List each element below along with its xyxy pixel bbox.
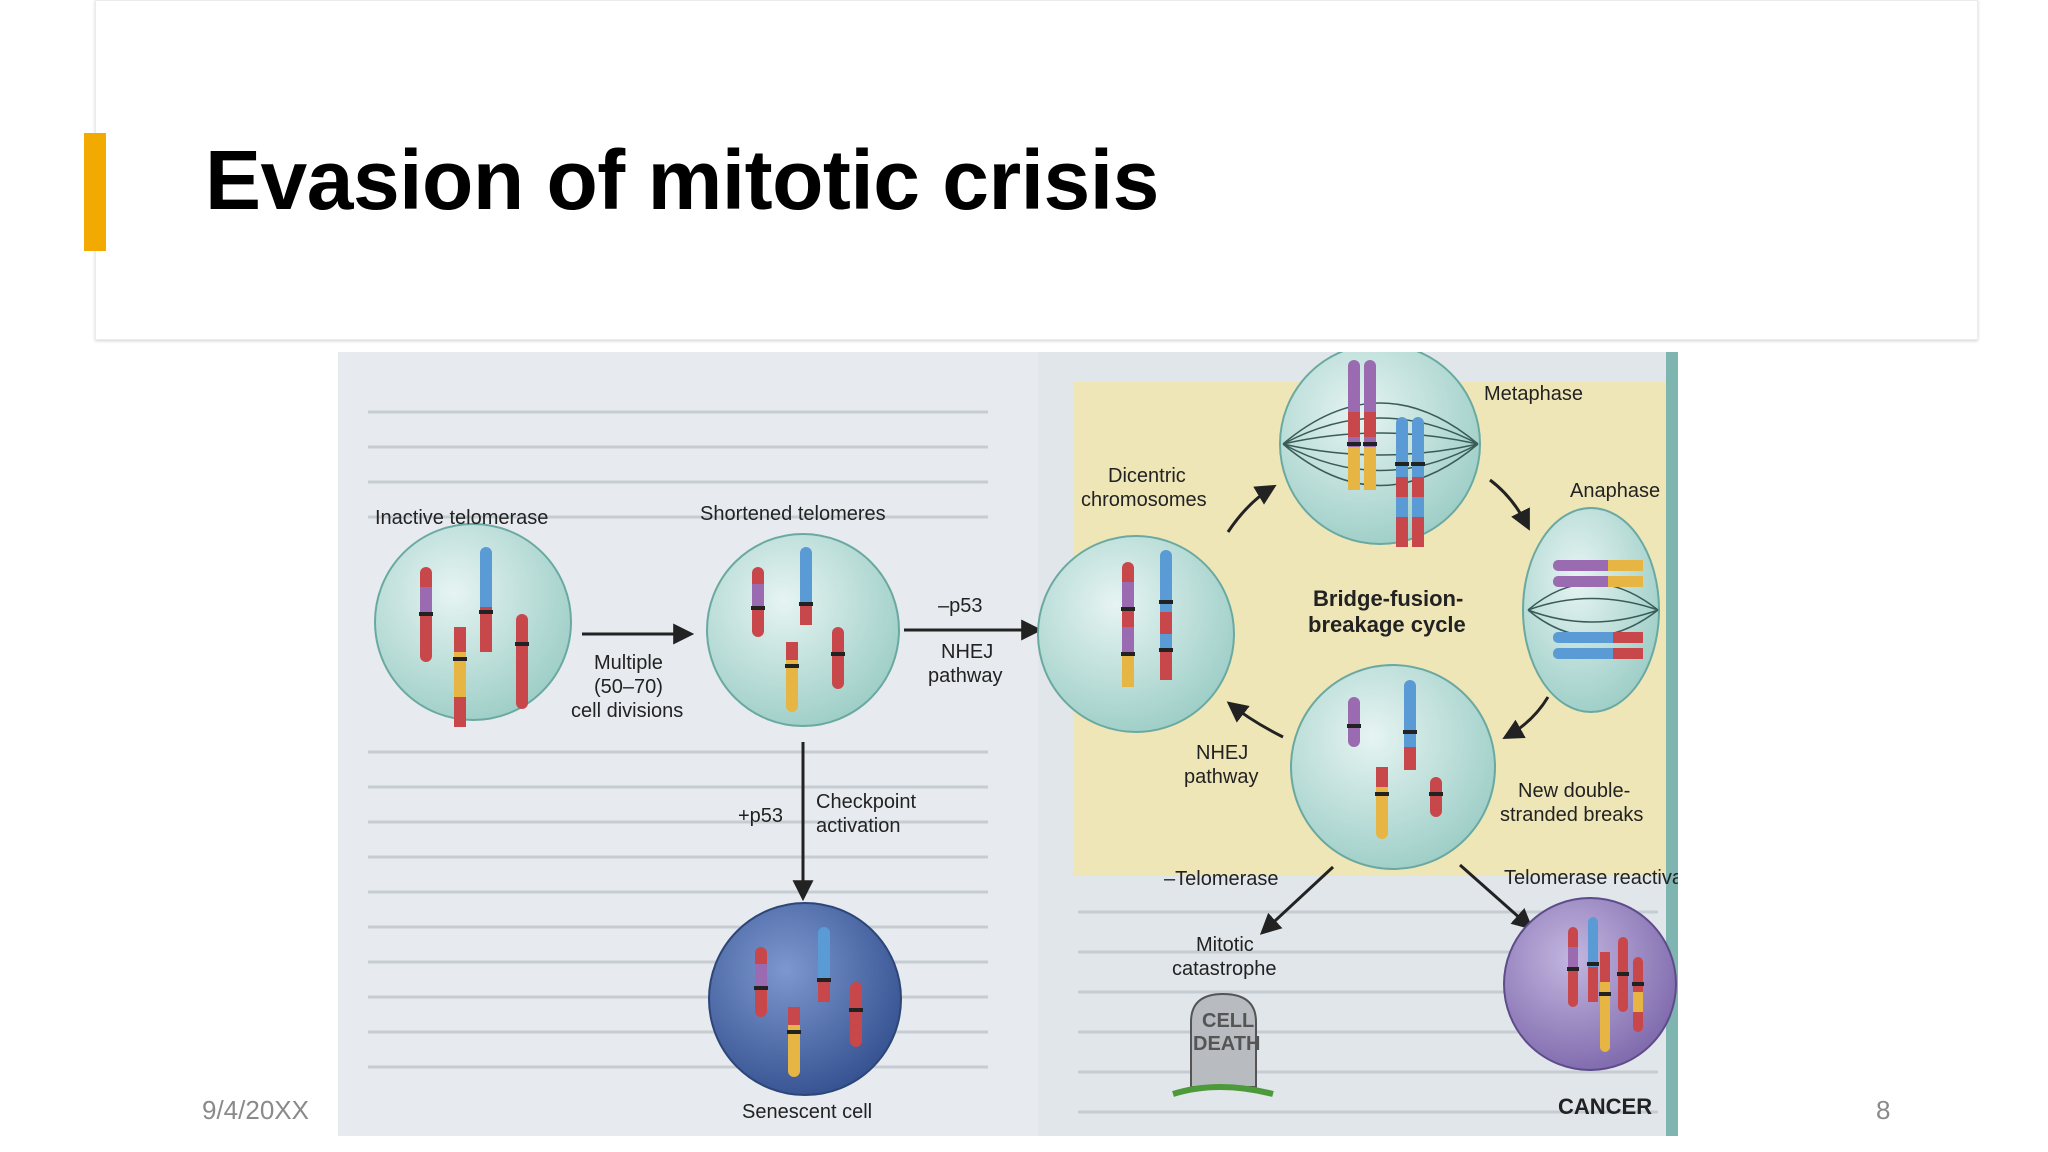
gravestone: CELL DEATH [1172,992,1274,1097]
label-metaphase: Metaphase [1484,383,1583,405]
arrow-to-new-breaks [1502,696,1550,740]
slide-date: 9/4/20XX [202,1095,309,1125]
cell-metaphase [1279,352,1481,547]
label-stranded-breaks: stranded breaks [1500,804,1643,826]
cell-shortened-telomeres [706,533,900,727]
telomere-crisis-diagram: Inactive telomerase Multiple (50–70) cel… [338,352,1678,1136]
cell-new-breaks [1290,664,1496,870]
label-mitotic: Mitotic [1196,934,1254,956]
label-cell-divisions: cell divisions [571,700,683,722]
title-accent-bar [84,133,106,251]
label-plus-p53: +p53 [738,805,783,827]
label-shortened-telomeres: Shortened telomeres [700,503,886,525]
arrow-to-anaphase [1489,478,1530,531]
label-checkpoint: Checkpoint [816,791,917,813]
label-senescent-cell: Senescent cell [742,1101,872,1123]
left-page [338,352,1038,1136]
label-multiple: Multiple [594,652,663,674]
label-cancer: CANCER [1558,1094,1652,1119]
cell-senescent [708,902,902,1096]
label-nhej-top: NHEJ [941,641,993,663]
background-text-lines [368,410,1658,1114]
label-nhej-bottom: NHEJ [1196,742,1248,764]
arrow-minus-telomerase [1259,865,1335,935]
label-range: (50–70) [594,676,663,698]
title-card [95,0,1978,340]
cell-inactive-telomerase [374,523,572,727]
label-anaphase: Anaphase [1570,480,1660,502]
arrow-to-dicentric [1226,701,1284,739]
label-nhej-bottom-pathway: pathway [1184,766,1259,788]
label-activation: activation [816,815,901,837]
cell-anaphase [1522,507,1660,713]
slide-title: Evasion of mitotic crisis [205,133,1159,227]
label-minus-p53: –p53 [938,595,983,617]
arrow-telomerase-reactivation [1459,863,1534,930]
label-minus-telomerase: –Telomerase [1164,868,1279,890]
arrow-to-metaphase [1226,484,1277,533]
stone-text-cell: CELL [1202,1010,1254,1032]
slide-page-number: 8 [1876,1095,1891,1125]
cell-dicentric [1037,535,1235,733]
label-new-breaks: New double- [1518,780,1630,802]
stone-text-death: DEATH [1193,1033,1260,1055]
label-chromosomes: chromosomes [1081,489,1207,511]
label-nhej-top-pathway: pathway [928,665,1003,687]
label-dicentric: Dicentric [1108,465,1186,487]
label-bfb-cycle: breakage cycle [1308,612,1466,637]
label-catastrophe: catastrophe [1172,958,1277,980]
cell-cancer [1503,897,1677,1071]
label-bfb: Bridge-fusion- [1313,586,1463,611]
label-inactive-telomerase: Inactive telomerase [375,507,548,529]
page-edge [1666,352,1678,1136]
label-telomerase-reactivation: Telomerase reactivation [1504,867,1678,889]
